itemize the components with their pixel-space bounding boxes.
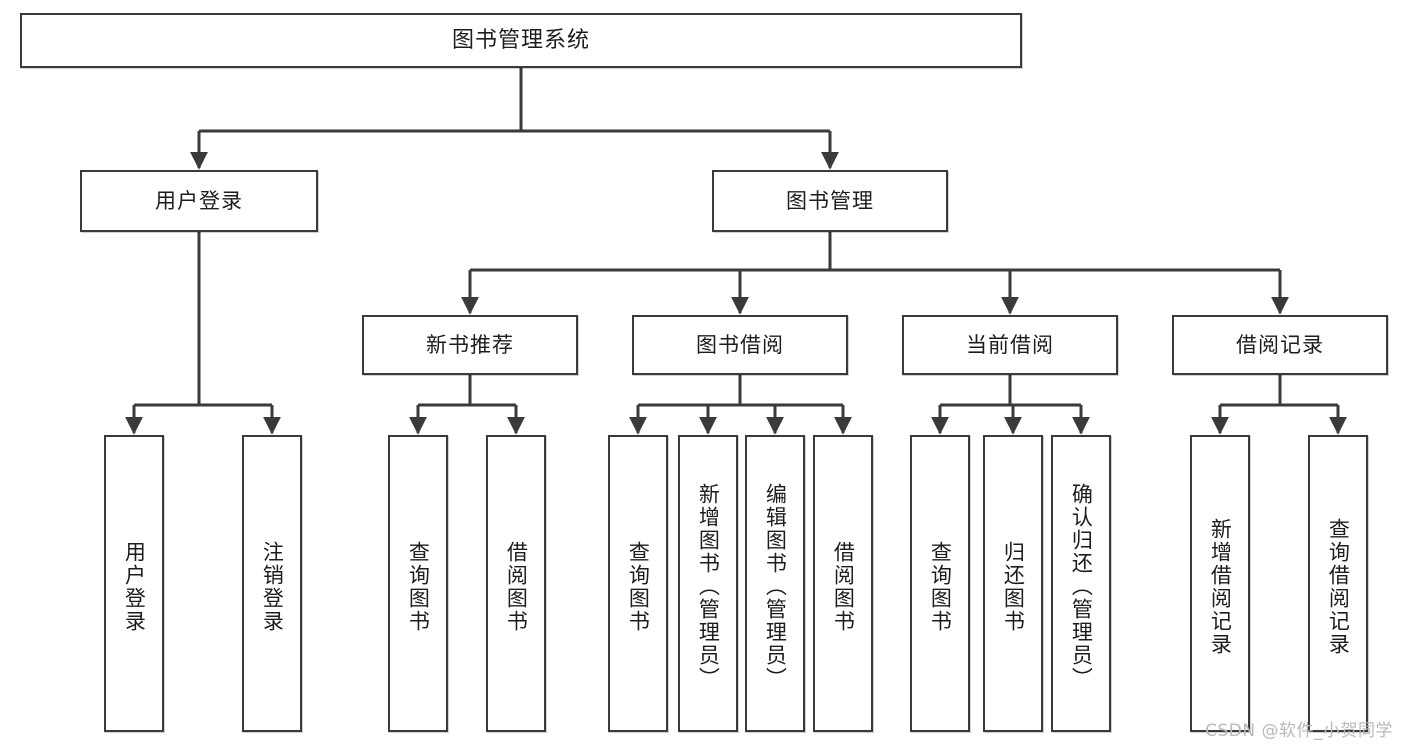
node-book-borrow[interactable]: 图书借阅 (632, 315, 848, 375)
node-book-manage[interactable]: 图书管理 (712, 170, 948, 232)
node-leaf-return-book-body: 归还图书 (985, 443, 1041, 730)
node-leaf-user-logout-body: 注销登录 (244, 443, 300, 730)
node-leaf-user-login[interactable]: 用户登录 (104, 435, 164, 732)
node-leaf-edit-book-label: 编辑图书（管理员） (763, 483, 788, 690)
node-current-borrow-label: 当前借阅 (966, 332, 1054, 357)
node-leaf-return-book[interactable]: 归还图书 (983, 435, 1043, 732)
node-current-borrow[interactable]: 当前借阅 (902, 315, 1118, 375)
node-leaf-confirm-return-body: 确认归还（管理员） (1053, 443, 1109, 730)
node-leaf-query-book-1[interactable]: 查询图书 (388, 435, 448, 732)
node-leaf-confirm-return[interactable]: 确认归还（管理员） (1051, 435, 1111, 732)
node-leaf-borrow-book-2-body: 借阅图书 (815, 443, 871, 730)
node-book-manage-label: 图书管理 (786, 188, 874, 213)
node-leaf-query-book-3-body: 查询图书 (912, 443, 968, 730)
node-leaf-borrow-book-2-label: 借阅图书 (831, 540, 856, 633)
node-leaf-add-book-label: 新增图书（管理员） (696, 483, 721, 690)
node-leaf-return-book-label: 归还图书 (1001, 540, 1026, 633)
node-leaf-add-book[interactable]: 新增图书（管理员） (678, 435, 738, 732)
node-book-borrow-label: 图书借阅 (696, 332, 784, 357)
node-user-login[interactable]: 用户登录 (80, 170, 318, 232)
node-leaf-query-record-body: 查询借阅记录 (1310, 443, 1366, 730)
node-leaf-user-login-label: 用户登录 (122, 540, 147, 633)
node-user-login-label: 用户登录 (155, 188, 243, 213)
node-leaf-query-record[interactable]: 查询借阅记录 (1308, 435, 1368, 732)
node-leaf-borrow-book-1-label: 借阅图书 (504, 540, 529, 633)
node-leaf-query-book-2-label: 查询图书 (626, 540, 651, 633)
node-leaf-query-book-2-body: 查询图书 (610, 443, 666, 730)
node-leaf-edit-book[interactable]: 编辑图书（管理员） (745, 435, 805, 732)
node-leaf-query-book-2[interactable]: 查询图书 (608, 435, 668, 732)
node-leaf-add-record-body: 新增借阅记录 (1192, 443, 1248, 730)
node-root-label: 图书管理系统 (451, 27, 590, 53)
node-leaf-user-logout-label: 注销登录 (260, 540, 285, 633)
node-root[interactable]: 图书管理系统 (20, 13, 1022, 68)
node-leaf-borrow-book-1[interactable]: 借阅图书 (486, 435, 546, 732)
node-leaf-query-book-1-label: 查询图书 (406, 540, 431, 633)
node-leaf-user-login-body: 用户登录 (106, 443, 162, 730)
node-leaf-add-book-body: 新增图书（管理员） (680, 443, 736, 730)
node-new-book-recommend[interactable]: 新书推荐 (362, 315, 578, 375)
node-leaf-borrow-book-1-body: 借阅图书 (488, 443, 544, 730)
node-new-book-recommend-label: 新书推荐 (426, 332, 514, 357)
node-leaf-query-book-3-label: 查询图书 (928, 540, 953, 633)
node-leaf-borrow-book-2[interactable]: 借阅图书 (813, 435, 873, 732)
node-leaf-user-logout[interactable]: 注销登录 (242, 435, 302, 732)
node-leaf-query-book-3[interactable]: 查询图书 (910, 435, 970, 732)
node-leaf-add-record-label: 新增借阅记录 (1208, 517, 1233, 656)
node-leaf-query-record-label: 查询借阅记录 (1326, 517, 1351, 656)
node-leaf-add-record[interactable]: 新增借阅记录 (1190, 435, 1250, 732)
node-borrow-record[interactable]: 借阅记录 (1172, 315, 1388, 375)
node-leaf-confirm-return-label: 确认归还（管理员） (1069, 483, 1094, 690)
node-leaf-edit-book-body: 编辑图书（管理员） (747, 443, 803, 730)
node-leaf-query-book-1-body: 查询图书 (390, 443, 446, 730)
node-borrow-record-label: 借阅记录 (1236, 332, 1324, 357)
